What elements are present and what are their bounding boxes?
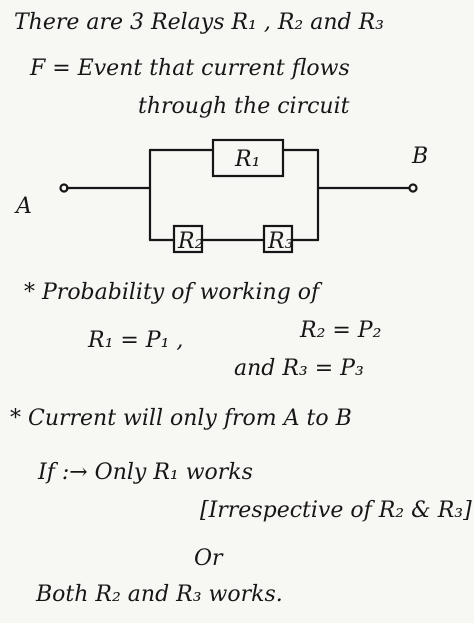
probability-r3: and R₃ = P₃ [234, 356, 364, 381]
probability-heading: * Probability of working of [24, 280, 320, 305]
node-a-label: A [16, 194, 32, 219]
terminal-b-node [408, 183, 418, 193]
probability-r2: R₂ = P₂ [300, 318, 382, 343]
intro-line-3: through the circuit [138, 94, 350, 119]
current-both: Both R₂ and R₃ works. [36, 582, 283, 607]
probability-r1: R₁ = P₁ , [88, 328, 184, 353]
intro-line-1: There are 3 Relays R₁ , R₂ and R₃ [14, 10, 384, 35]
current-irrespective: [Irrespective of R₂ & R₃] [200, 498, 472, 523]
relay-r1-box [211, 138, 285, 178]
intro-line-2: F = Event that current flows [30, 56, 350, 81]
current-if-line: If :→ Only R₁ works [38, 460, 253, 485]
relay-r2-label: R₂ [178, 229, 204, 254]
relay-r3-label: R₃ [268, 229, 294, 254]
relay-r1-label: R₁ [235, 147, 261, 172]
current-heading: * Current will only from A to B [10, 406, 352, 431]
current-or: Or [194, 546, 223, 571]
node-b-label: B [412, 144, 429, 169]
